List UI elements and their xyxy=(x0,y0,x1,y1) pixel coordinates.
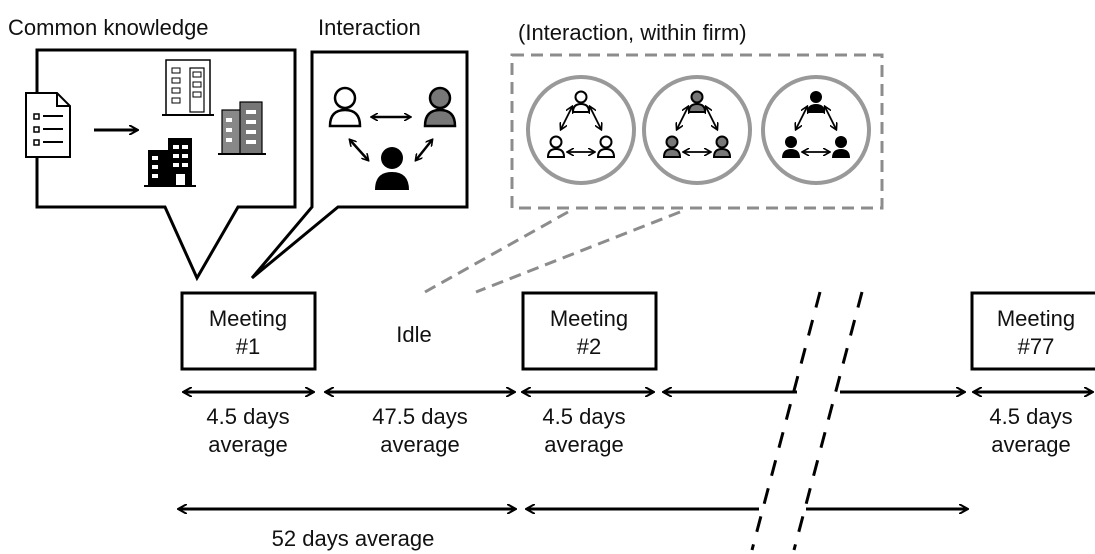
meeting-1-title: Meeting xyxy=(209,306,287,331)
meeting-2-box: Meeting #2 xyxy=(521,291,658,371)
meeting-1-box: Meeting #1 xyxy=(180,291,317,371)
building-grey-icon xyxy=(218,101,266,155)
meeting-1-duration-unit: average xyxy=(208,432,288,457)
common-knowledge-label: Common knowledge xyxy=(8,15,209,40)
idle-label: Idle xyxy=(396,322,431,347)
interaction-within-firm-label: (Interaction, within firm) xyxy=(518,20,747,45)
meeting-77-title: Meeting xyxy=(997,306,1075,331)
meeting-77-duration-unit: average xyxy=(991,432,1071,457)
within-firm-box xyxy=(424,53,884,294)
interaction-label: Interaction xyxy=(318,15,421,40)
meeting-77-duration-value: 4.5 days xyxy=(989,404,1072,429)
meeting-2-duration-value: 4.5 days xyxy=(542,404,625,429)
meeting-77-box: Meeting #77 xyxy=(970,291,1095,371)
cycle-duration-label: 52 days average xyxy=(272,526,435,551)
meeting-1-number: #1 xyxy=(236,334,260,359)
idle-duration-unit: average xyxy=(380,432,460,457)
white-firm-circle xyxy=(526,75,636,185)
meeting-1-duration-value: 4.5 days xyxy=(206,404,289,429)
meeting-77-number: #77 xyxy=(1018,334,1055,359)
interaction-callout xyxy=(250,50,469,280)
timeline-break xyxy=(750,291,864,551)
building-white-icon xyxy=(162,59,214,116)
document-icon xyxy=(25,92,71,158)
building-black-icon xyxy=(144,138,196,187)
black-firm-circle xyxy=(761,75,871,185)
meeting-2-number: #2 xyxy=(577,334,601,359)
meeting-2-title: Meeting xyxy=(550,306,628,331)
meeting-2-duration-unit: average xyxy=(544,432,624,457)
common-knowledge-callout xyxy=(25,48,297,282)
idle-duration-value: 47.5 days xyxy=(372,404,467,429)
grey-firm-circle xyxy=(642,75,752,185)
